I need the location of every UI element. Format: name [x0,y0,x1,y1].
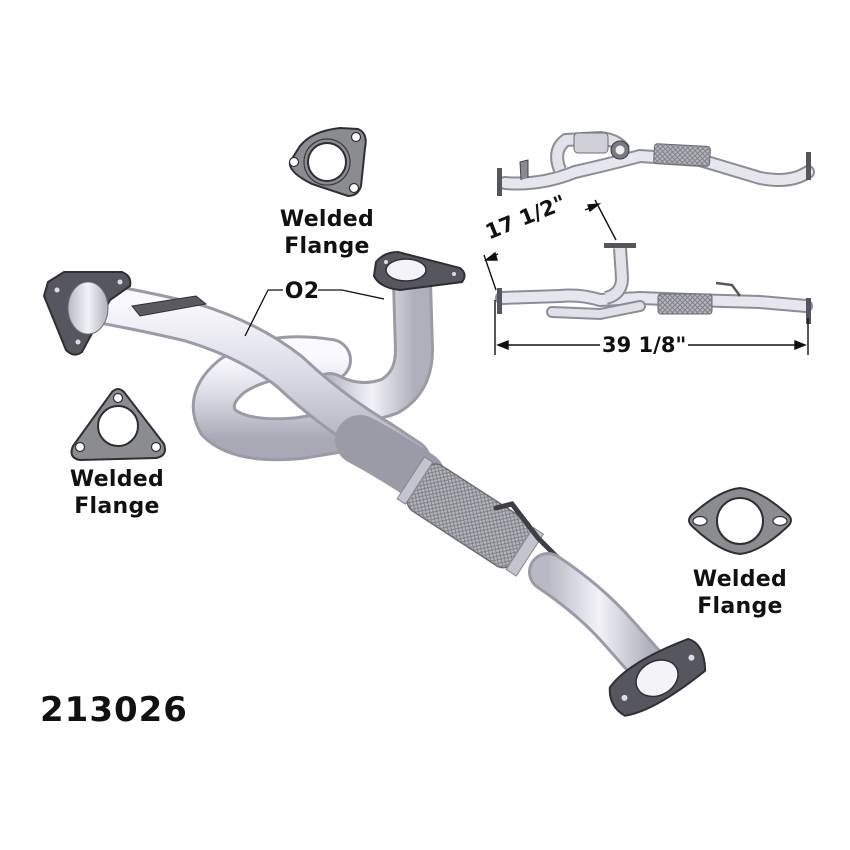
left-flange-label-line1: Welded [69,467,165,492]
left-flange-label-line2: Flange [74,494,160,519]
right-flange-callout: Welded Flange [675,566,805,620]
top-flange-callout: Welded Flange [262,206,392,260]
dimension-lines [483,199,809,355]
o2-leader-right [318,289,385,300]
overall-length-dimension: 39 1/8" [602,333,687,357]
inlet-flange-left [42,271,132,356]
left-triangle-gasket-icon [70,388,166,462]
top-triangle-gasket-icon [288,126,367,198]
main-y-pipe-illustration [42,250,707,717]
right-flange-label-line2: Flange [697,594,783,619]
right-flange-label-line1: Welded [692,567,788,592]
top-flange-label-line1: Welded [279,207,375,232]
o2-leader-left [244,289,283,337]
right-oval-gasket-icon [688,486,792,556]
side-view-illustration [495,243,813,324]
inlet-flange-top [372,250,466,292]
top-view-illustration [497,130,815,196]
part-number: 213026 [40,690,188,730]
top-flange-label-line2: Flange [284,234,370,259]
left-flange-callout: Welded Flange [52,466,182,520]
o2-sensor-label: O2 [284,279,320,304]
outlet-flange [608,637,707,717]
